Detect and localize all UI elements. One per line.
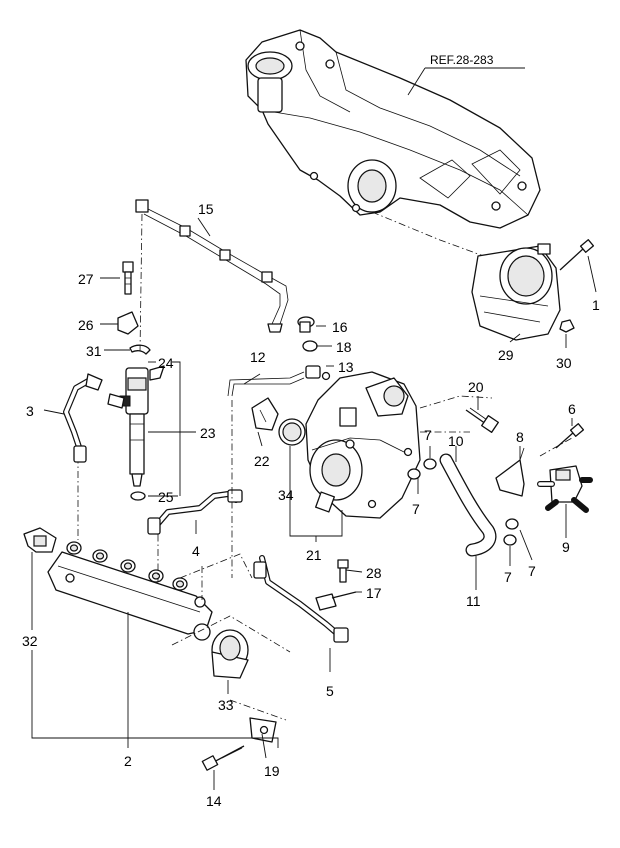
- callout-12: 12: [250, 349, 266, 365]
- callout-16: 16: [332, 319, 348, 335]
- injector-washer-25: [130, 491, 146, 501]
- fuel-pump: [305, 371, 421, 519]
- hose-clamp-7b: [407, 468, 421, 480]
- callout-20: 20: [468, 379, 484, 395]
- o-ring-33: [193, 623, 211, 641]
- gasket-22: [251, 397, 279, 431]
- fuel-heater-valve: [537, 465, 593, 513]
- nut-30: [559, 319, 575, 333]
- callout-3: 3: [26, 403, 34, 419]
- callout-17: 17: [366, 585, 382, 601]
- callout-22: 22: [254, 453, 270, 469]
- return-pipe-12: [227, 371, 305, 397]
- callout-11: 11: [466, 593, 481, 609]
- callout-9: 9: [562, 539, 570, 555]
- hose-clamp-7a: [423, 458, 437, 470]
- common-rail: [47, 541, 213, 635]
- callout-8: 8: [516, 429, 524, 445]
- hose-clamp-7c: [505, 518, 519, 530]
- callout-13: 13: [338, 359, 354, 375]
- callout-34: 34: [278, 487, 294, 503]
- callout-7-c: 7: [504, 569, 512, 585]
- callout-leaders: [31, 217, 573, 790]
- intake-manifold: [245, 29, 541, 229]
- rail-pressure-sensor: [23, 527, 57, 553]
- pipe-5: [253, 555, 349, 643]
- bracket-8: [495, 447, 525, 497]
- callout-7-d: 7: [528, 563, 536, 579]
- bolt-6: [555, 423, 585, 449]
- callout-31: 31: [86, 343, 102, 359]
- callout-27: 27: [78, 271, 94, 287]
- callout-23: 23: [200, 425, 216, 441]
- clamp-26: [117, 311, 139, 335]
- callout-19: 19: [264, 763, 280, 779]
- callout-32: 32: [22, 633, 38, 649]
- callout-29: 29: [498, 347, 514, 363]
- callout-24: 24: [158, 355, 174, 371]
- bolt-27: [122, 261, 134, 295]
- callout-28: 28: [366, 565, 382, 581]
- callout-25: 25: [158, 489, 174, 505]
- pipe-3: [63, 373, 125, 463]
- bolt-1: [559, 239, 595, 271]
- callout-5: 5: [326, 683, 334, 699]
- callout-2: 2: [124, 753, 132, 769]
- callout-labels: 1 2 3 4 5 6 8 9 10 11 12 13 14 15 16 17 …: [22, 201, 600, 809]
- callout-15: 15: [198, 201, 214, 217]
- callout-1: 1: [592, 297, 600, 313]
- fitting-13: [305, 365, 331, 381]
- callout-21: 21: [306, 547, 322, 563]
- callout-4: 4: [192, 543, 200, 559]
- fuel-return-hose: [135, 199, 289, 333]
- hose-10-11: [439, 453, 497, 557]
- bracket: [249, 717, 277, 743]
- bolt-16: [297, 316, 315, 333]
- bolt-20: [465, 407, 499, 433]
- callout-26: 26: [78, 317, 94, 333]
- callout-14: 14: [206, 793, 222, 809]
- callout-30: 30: [556, 355, 572, 371]
- pipe-4: [147, 489, 243, 535]
- sensor-17: [315, 591, 357, 611]
- throttle-body: [471, 243, 561, 341]
- callout-18: 18: [336, 339, 352, 355]
- reference-label: REF.28-283: [430, 53, 494, 67]
- clip-24: [149, 365, 165, 381]
- bolt-28: [337, 559, 349, 583]
- pressure-control-valve: [211, 629, 249, 679]
- washer-18: [302, 340, 318, 352]
- injector: [119, 367, 149, 487]
- hose-clamp-7d: [503, 534, 517, 546]
- callout-33: 33: [218, 697, 234, 713]
- callout-10: 10: [448, 433, 464, 449]
- callout-7-a: 7: [424, 427, 432, 443]
- bolt-14: [201, 745, 245, 771]
- callout-6: 6: [568, 401, 576, 417]
- callout-7-b: 7: [412, 501, 420, 517]
